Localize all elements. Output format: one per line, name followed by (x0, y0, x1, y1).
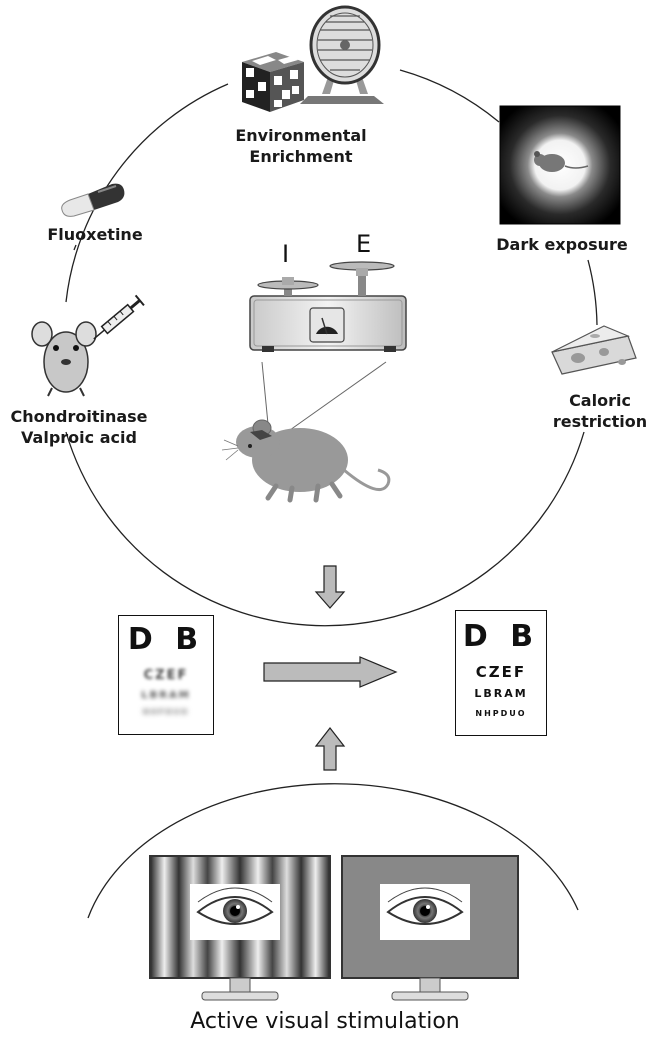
eye-chart-row: D B (127, 622, 205, 657)
hamster-wheel-icon (300, 5, 384, 104)
eye-chart-row: D B (462, 619, 540, 654)
eye-chart-row: NHPDUO (142, 708, 190, 716)
pill-capsule-icon (61, 183, 125, 217)
label-chondroitinase-line2: Valproic acid (21, 428, 137, 447)
label-environmental-line1: Environmental (235, 126, 367, 145)
label-environmental-line2: Enrichment (249, 147, 353, 166)
eye-chart-row: LBRAM (474, 687, 528, 700)
label-chondroitinase: Chondroitinase Valproic acid (4, 406, 154, 448)
scale-right-letter: E (356, 230, 372, 258)
label-active-visual-stimulation: Active visual stimulation (190, 1009, 460, 1034)
label-chondroitinase-line1: Chondroitinase (10, 407, 148, 426)
cycle-circle (65, 69, 598, 627)
scale-connector-lines (261, 361, 387, 431)
scale-left-letter: I (282, 240, 290, 268)
eye-chart-row: NHPDUO (475, 709, 527, 718)
up-arrow-icon (314, 727, 346, 771)
puzzle-cube-icon (242, 52, 304, 112)
eye-chart-before: D B CZEF LBRAM NHPDUO (118, 615, 214, 735)
eye-chart-row: LBRAM (141, 690, 191, 701)
balance-scale-icon (249, 261, 407, 352)
stimulation-arc (87, 783, 579, 919)
mouse-syringe-icon (31, 294, 145, 397)
label-fluoxetine: Fluoxetine (47, 225, 143, 244)
eye-chart-row: CZEF (143, 668, 189, 683)
eye-chart-after: D B CZEF LBRAM NHPDUO (455, 610, 547, 736)
label-caloric-restriction: Caloric restriction (550, 390, 650, 432)
label-caloric-line2: restriction (552, 412, 648, 431)
monitor-eye-stripes-icon (149, 855, 331, 1001)
label-dark-exposure: Dark exposure (496, 235, 628, 254)
right-arrow-icon (263, 656, 398, 688)
label-environmental-enrichment: Environmental Enrichment (216, 125, 386, 167)
label-caloric-line1: Caloric (569, 391, 631, 410)
eye-chart-row: CZEF (475, 663, 527, 681)
dark-box-mouse-icon (499, 105, 621, 225)
cheese-icon (551, 325, 637, 375)
mouse-icon (221, 419, 391, 503)
down-arrow-icon (314, 565, 346, 609)
monitor-eye-gray-icon (341, 855, 519, 1001)
